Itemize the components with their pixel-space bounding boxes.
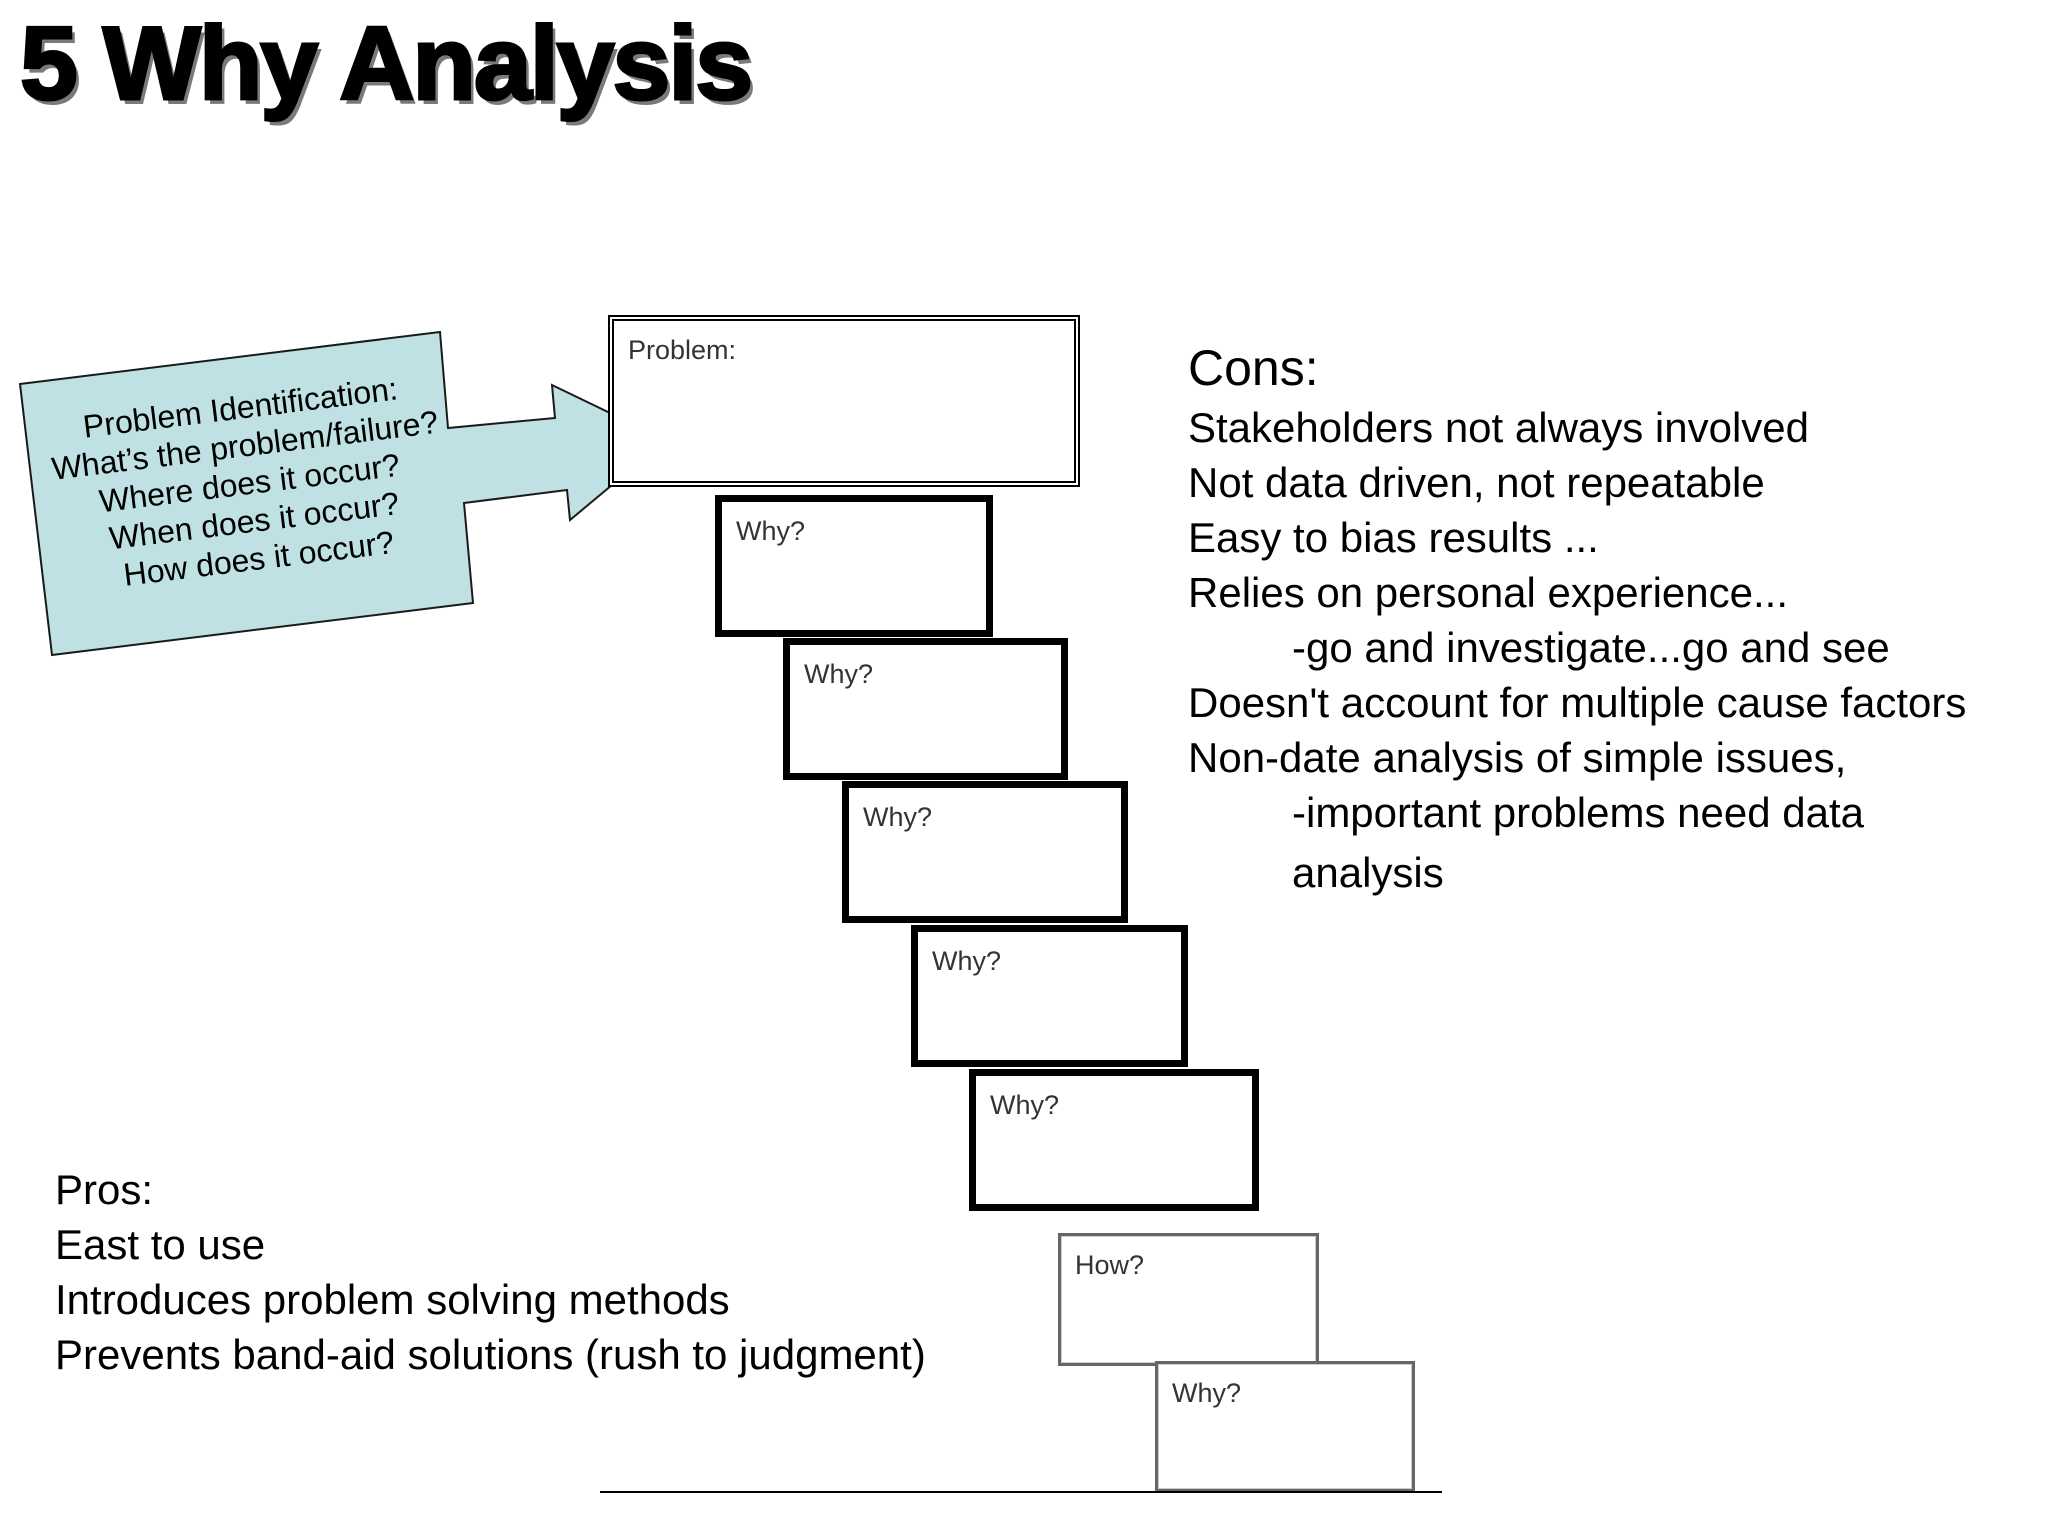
why-box-label: Why? xyxy=(863,802,933,832)
why-box-label: Why? xyxy=(990,1090,1060,1120)
pros-heading: Pros: xyxy=(55,1166,154,1213)
cons-subitem: -important problems need data xyxy=(1292,789,1864,836)
cons-item: Relies on personal experience... xyxy=(1188,569,1789,616)
pros-section: Pros: East to use Introduces problem sol… xyxy=(55,1162,926,1382)
how-box: How? xyxy=(1058,1233,1319,1366)
why-box-label: Why? xyxy=(736,516,806,546)
cons-item: Non-date analysis of simple issues, xyxy=(1188,734,1847,781)
pros-item: East to use xyxy=(55,1221,266,1268)
pros-item: Prevents band-aid solutions (rush to jud… xyxy=(55,1331,926,1378)
pros-item: Introduces problem solving methods xyxy=(55,1276,730,1323)
problem-box-label: Problem: xyxy=(628,335,737,365)
why-box-2: Why? xyxy=(783,638,1068,780)
cons-item: Doesn't account for multiple cause facto… xyxy=(1188,679,1967,726)
why-box-label: Why? xyxy=(932,946,1002,976)
cons-section: Cons: Stakeholders not always involved N… xyxy=(1188,336,1966,906)
cons-subitem: analysis xyxy=(1292,849,1444,896)
final-why-box: Why? xyxy=(1155,1361,1415,1492)
problem-box: Problem: xyxy=(608,315,1080,487)
why-box-4: Why? xyxy=(911,925,1188,1067)
why-box-1: Why? xyxy=(715,495,993,637)
why-box-3: Why? xyxy=(842,781,1128,923)
why-box-label: Why? xyxy=(1172,1378,1242,1408)
cons-item: Not data driven, not repeatable xyxy=(1188,459,1765,506)
cons-item: Stakeholders not always involved xyxy=(1188,404,1810,451)
cons-heading: Cons: xyxy=(1188,340,1319,396)
why-box-label: Why? xyxy=(804,659,874,689)
why-box-5: Why? xyxy=(969,1069,1259,1211)
staircase-baseline xyxy=(600,1491,1442,1493)
cons-item: Easy to bias results ... xyxy=(1188,514,1599,561)
how-box-label: How? xyxy=(1075,1250,1145,1280)
page-title: 5 Why Analysis xyxy=(18,5,754,124)
cons-subitem: -go and investigate...go and see xyxy=(1292,624,1890,671)
